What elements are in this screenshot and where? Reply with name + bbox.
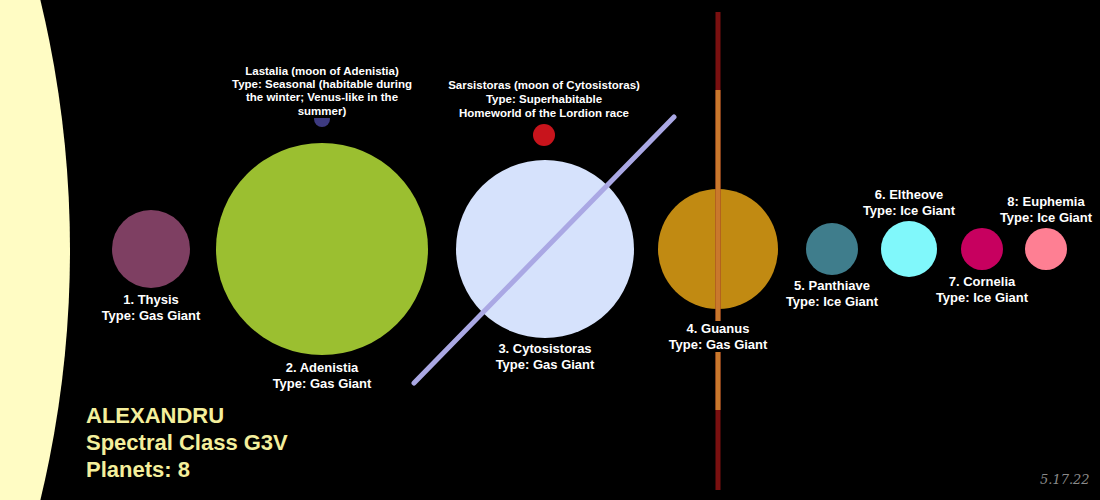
planet-disc: [112, 210, 190, 288]
planet-label: 4. GuanusType: Gas Giant: [666, 321, 771, 352]
body-name: Lastalia (moon of Adenistia): [222, 65, 422, 78]
body-type: Type: Ice Giant: [863, 203, 955, 219]
planet-node: 8: EuphemiaType: Ice Giant: [1025, 228, 1067, 270]
planet-disc: [456, 160, 634, 338]
planet-disc: [1025, 228, 1067, 270]
planet-label: 1. ThysisType: Gas Giant: [99, 292, 204, 323]
body-type: Type: Gas Giant: [273, 376, 372, 392]
planet-circle: [806, 223, 858, 275]
planet-node: Lastalia (moon of Adenistia)Type: Season…: [314, 111, 330, 127]
body-type: Type: Superhabitable: [448, 93, 640, 107]
planet-label: Sarsistoras (moon of Cytosistoras)Type: …: [445, 79, 643, 120]
planet-circle: [658, 189, 778, 309]
star-class: Spectral Class G3V: [86, 429, 288, 456]
planet-node: 4. GuanusType: Gas Giant: [658, 189, 778, 309]
planet-disc: [961, 228, 1003, 270]
body-name: Sarsistoras (moon of Cytosistoras): [448, 79, 640, 93]
body-type: Type: Ice Giant: [786, 294, 878, 310]
planet-circle: [961, 228, 1003, 270]
body-type: Homeworld of the Lordion race: [448, 107, 640, 121]
planet-node: 7. CorneliaType: Ice Giant: [961, 228, 1003, 270]
planet-node: 5. PanthiaveType: Ice Giant: [806, 223, 858, 275]
body-type: Type: Gas Giant: [669, 337, 768, 353]
planet-circle: [216, 143, 428, 355]
planet-disc: [533, 124, 555, 146]
planet-node: Sarsistoras (moon of Cytosistoras)Type: …: [533, 124, 555, 146]
body-name: 2. Adenistia: [273, 360, 372, 376]
body-name: 1. Thysis: [102, 292, 201, 308]
planet-circle: [1025, 228, 1067, 270]
planet-disc: [658, 189, 778, 309]
body-name: 6. Eltheove: [863, 187, 955, 203]
body-type: Type: Seasonal (habitable during the win…: [222, 78, 422, 118]
planet-circle: [112, 210, 190, 288]
body-name: 4. Guanus: [669, 321, 768, 337]
body-type: Type: Ice Giant: [936, 290, 1028, 306]
planet-label: 3. CytosistorasType: Gas Giant: [493, 341, 598, 372]
ring-line: [716, 12, 721, 490]
planet-circle: [881, 221, 937, 277]
planet-label: 5. PanthiaveType: Ice Giant: [783, 278, 881, 309]
star-surface: [0, 0, 70, 500]
signature-date: 5.17.22: [1040, 472, 1090, 487]
body-name: 3. Cytosistoras: [496, 341, 595, 357]
planet-node: 6. EltheoveType: Ice Giant: [881, 221, 937, 277]
planet-disc: [881, 221, 937, 277]
planet-node: 2. AdenistiaType: Gas Giant: [216, 143, 428, 355]
body-name: 7. Cornelia: [936, 274, 1028, 290]
body-type: Type: Gas Giant: [102, 308, 201, 324]
planet-label: 7. CorneliaType: Ice Giant: [933, 274, 1031, 305]
planet-circle: [533, 124, 555, 146]
body-name: 5. Panthiave: [786, 278, 878, 294]
planet-label: 8: EuphemiaType: Ice Giant: [997, 194, 1095, 225]
star-title: ALEXANDRU: [86, 402, 224, 429]
body-type: Type: Ice Giant: [1000, 210, 1092, 226]
planet-node: 1. ThysisType: Gas Giant: [112, 210, 190, 288]
planet-disc: [216, 143, 428, 355]
planet-label: 2. AdenistiaType: Gas Giant: [270, 360, 375, 391]
planet-label: 6. EltheoveType: Ice Giant: [860, 187, 958, 218]
ring-line: [414, 117, 674, 383]
planet-disc: [806, 223, 858, 275]
body-type: Type: Gas Giant: [496, 357, 595, 373]
planet-circle: [456, 160, 634, 338]
body-name: 8: Euphemia: [1000, 194, 1092, 210]
ring-line: [716, 90, 721, 410]
planet-label: Lastalia (moon of Adenistia)Type: Season…: [219, 65, 425, 118]
planet-count: Planets: 8: [86, 456, 190, 483]
planet-node: 3. CytosistorasType: Gas Giant: [456, 160, 634, 338]
